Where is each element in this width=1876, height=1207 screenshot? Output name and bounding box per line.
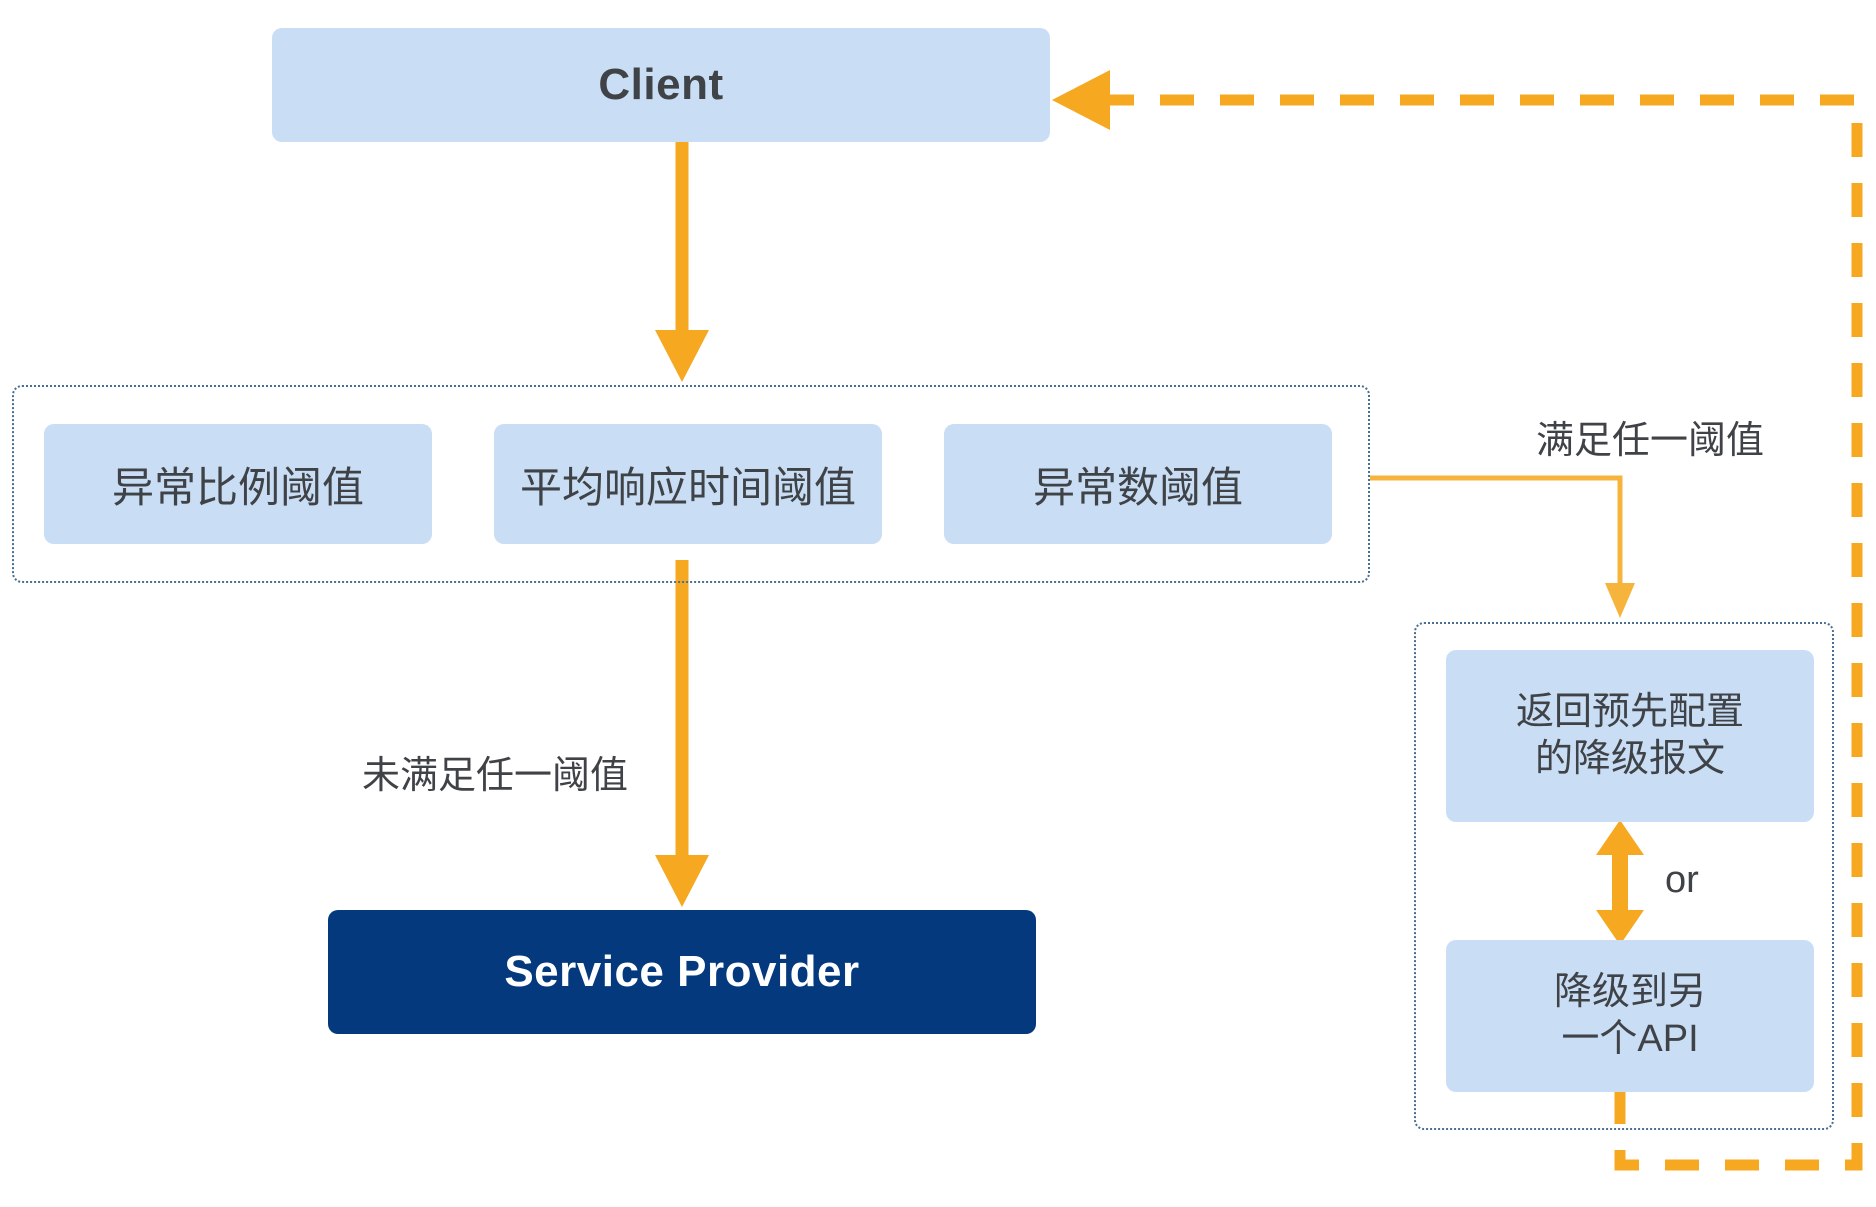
node-threshold-error-count-label: 异常数阈值 xyxy=(1032,463,1243,511)
node-threshold-avg-rt-label: 平均响应时间阈值 xyxy=(519,463,856,511)
node-threshold-error-ratio-label: 异常比例阈值 xyxy=(111,463,364,511)
node-fallback-another-api-line2: 一个API xyxy=(1561,1018,1699,1060)
node-threshold-error-ratio[interactable]: 异常比例阈值 xyxy=(44,424,432,544)
edge-label-or: or xyxy=(1665,858,1699,901)
node-fallback-another-api[interactable]: 降级到另 一个API xyxy=(1446,940,1814,1092)
threshold-group-container xyxy=(12,385,1370,583)
edge-label-no-threshold-met: 未满足任一阈值 xyxy=(361,754,628,797)
arrow-thresholds-to-fallback xyxy=(1370,475,1635,618)
node-fallback-another-api-line1: 降级到另 xyxy=(1553,970,1706,1013)
node-threshold-error-count[interactable]: 异常数阈值 xyxy=(944,424,1332,544)
arrow-client-to-thresholds xyxy=(655,142,709,382)
arrow-thresholds-to-service-provider xyxy=(655,560,709,907)
node-client-label: Client xyxy=(598,60,724,109)
node-client[interactable]: Client xyxy=(272,28,1050,142)
node-fallback-preconfigured-response-line2: 的降级报文 xyxy=(1534,738,1725,780)
node-threshold-avg-rt[interactable]: 平均响应时间阈值 xyxy=(494,424,882,544)
fallback-group-container xyxy=(1414,622,1834,1130)
node-fallback-preconfigured-response[interactable]: 返回预先配置 的降级报文 xyxy=(1446,650,1814,822)
node-service-provider-label: Service Provider xyxy=(504,947,860,996)
node-service-provider[interactable]: Service Provider xyxy=(328,910,1036,1034)
edge-label-any-threshold-met: 满足任一阈值 xyxy=(1535,419,1764,462)
node-fallback-preconfigured-response-line1: 返回预先配置 xyxy=(1515,690,1744,733)
